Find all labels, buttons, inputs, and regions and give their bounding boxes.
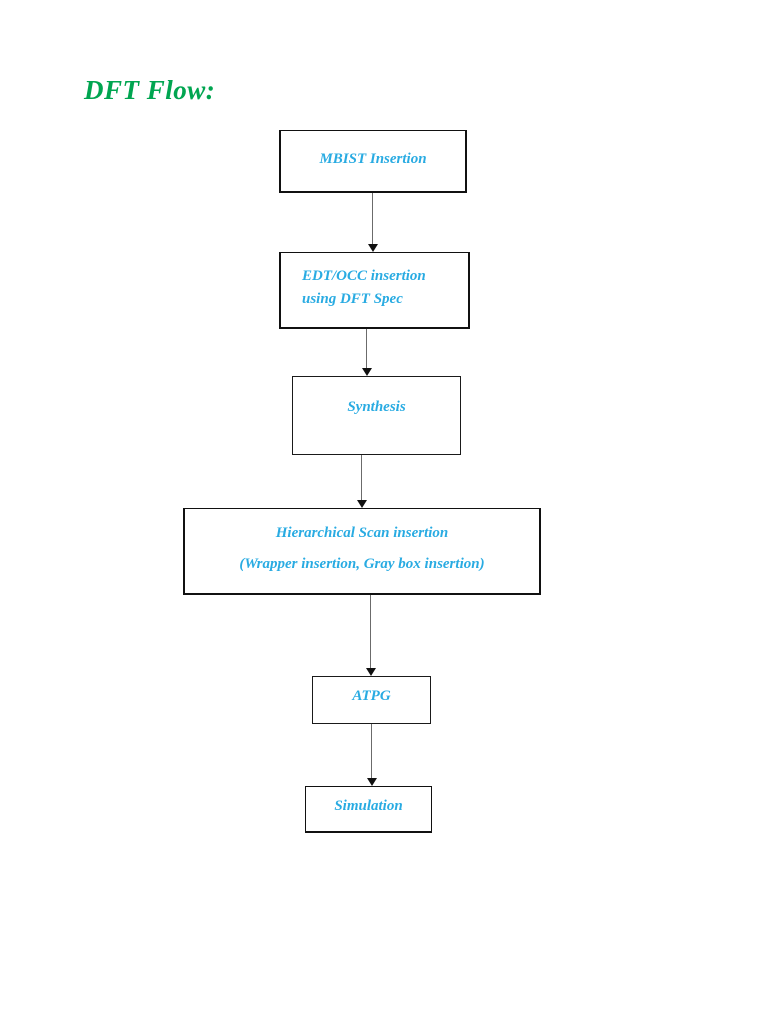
flow-node-synthesis-label: Synthesis <box>347 399 406 415</box>
flow-node-atpg-label: ATPG <box>352 688 391 704</box>
flow-node-hierarchical-scan-insertion-label-line2: (Wrapper insertion, Gray box insertion) <box>239 556 485 572</box>
connector-stem <box>371 724 373 778</box>
arrowhead-icon <box>361 368 372 376</box>
connector-stem <box>370 595 372 668</box>
flow-node-simulation-label: Simulation <box>334 798 403 814</box>
flow-node-edt-occ-insertion[interactable]: EDT/OCC insertion using DFT Spec <box>279 252 470 329</box>
flow-node-simulation[interactable]: Simulation <box>305 786 432 833</box>
flow-node-edt-occ-insertion-label-line2: using DFT Spec <box>302 291 403 307</box>
flow-node-mbist-insertion-label: MBIST Insertion <box>319 151 427 167</box>
flow-node-synthesis[interactable]: Synthesis <box>292 376 461 455</box>
page-title: DFT Flow: <box>84 75 216 105</box>
connector-stem <box>366 329 368 368</box>
arrowhead-icon <box>367 244 378 252</box>
connector-stem <box>372 193 374 244</box>
flow-node-atpg[interactable]: ATPG <box>312 676 431 724</box>
flow-node-hierarchical-scan-insertion-label-line1: Hierarchical Scan insertion <box>275 525 449 541</box>
arrowhead-icon <box>365 668 376 676</box>
arrowhead-icon <box>356 500 367 508</box>
flow-node-edt-occ-insertion-label-line1: EDT/OCC insertion <box>302 268 426 284</box>
arrowhead-icon <box>366 778 377 786</box>
flow-node-hierarchical-scan-insertion[interactable]: Hierarchical Scan insertion (Wrapper ins… <box>183 508 541 595</box>
connector-stem <box>361 455 363 500</box>
flow-node-mbist-insertion[interactable]: MBIST Insertion <box>279 130 467 193</box>
